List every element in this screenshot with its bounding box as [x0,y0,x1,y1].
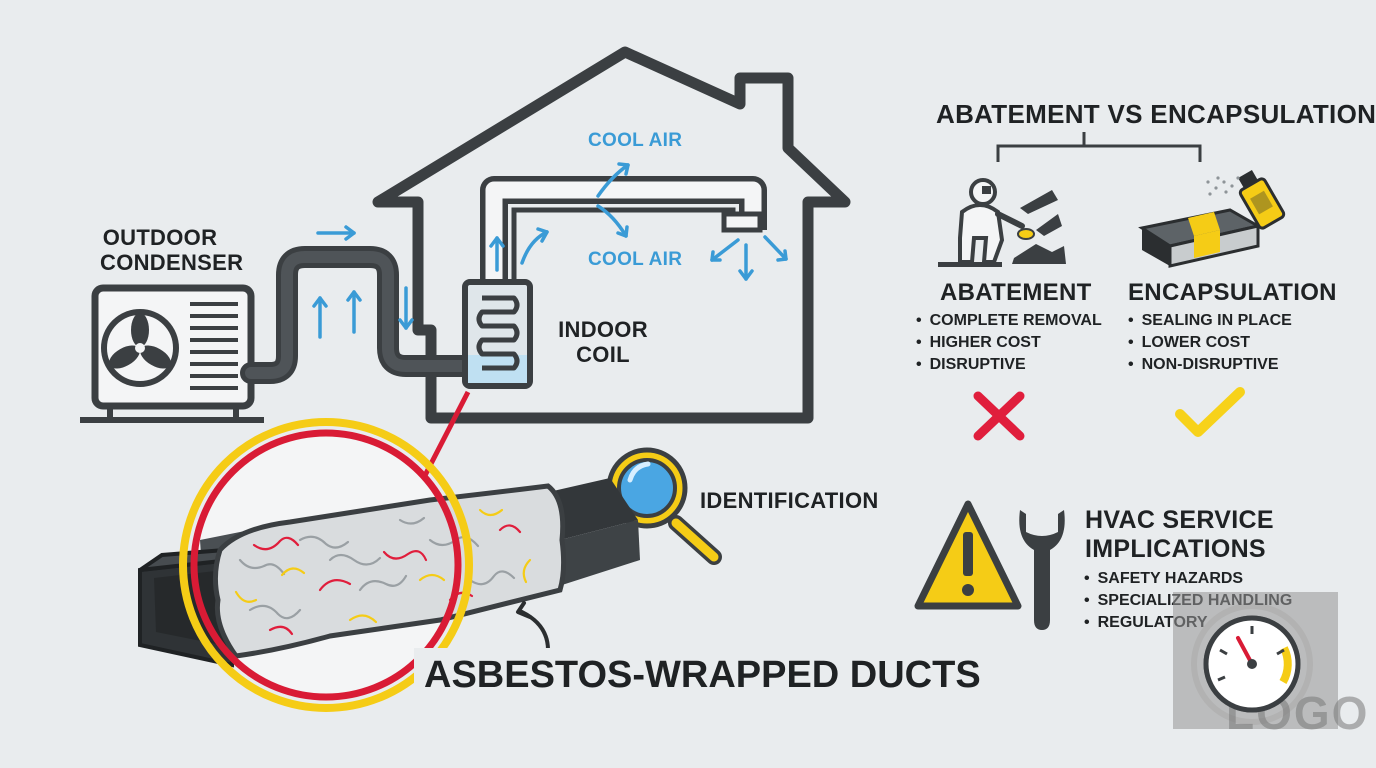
arrow-down-right-icon [763,235,788,262]
abatement-points: COMPLETE REMOVAL HIGHER COST DISRUPTIVE [916,310,1102,376]
house-outline [372,46,851,424]
cool-air-label-bottom: COOL AIR [588,249,683,270]
airflow-arrows [312,162,788,339]
list-item: SEALING IN PLACE [1128,310,1292,332]
list-item: LOWER COST [1128,332,1292,354]
pointer-arrow-icon [516,601,550,652]
detail-circle-ring-red [190,429,462,701]
asbestos-wrap [212,483,567,659]
list-item: HIGHER COST [916,332,1102,354]
arrow-curve-down-icon [596,204,629,238]
gauge-icon [1203,615,1301,713]
indoor-coil-unit [462,279,533,389]
identification-label: IDENTIFICATION [700,488,879,513]
indoor-coil-label: INDOOR COIL [558,317,648,368]
warning-icon [914,500,1022,610]
asbestos-ducts-label: ASBESTOS-WRAPPED DUCTS [414,648,991,704]
arrow-down-icon [738,243,754,281]
arrow-up-icon [489,236,505,272]
list-item: COMPLETE REMOVAL [916,310,1102,332]
x-icon [973,391,1025,441]
arrow-down-left-icon [710,238,740,262]
check-icon [1175,387,1245,437]
fan-icon [109,313,171,369]
arrow-up-icon [346,290,362,334]
wrench-icon [1019,510,1065,630]
list-item: DISRUPTIVE [916,354,1102,376]
arrow-right-icon [316,225,356,241]
cool-air-label-top: COOL AIR [588,130,683,151]
encapsulation-points: SEALING IN PLACE LOWER COST NON-DISRUPTI… [1128,310,1292,376]
abatement-heading: ABATEMENT [940,279,1092,306]
encapsulation-heading: ENCAPSULATION [1128,279,1337,306]
outdoor-condenser-label: OUTDOOR CONDENSER [100,225,244,276]
detail-circle-ring-yellow [179,418,473,712]
list-item: NON-DISRUPTIVE [1128,354,1292,376]
arrow-down-icon [398,286,414,330]
comparison-bracket [996,132,1202,162]
arrow-curve-up-icon [520,227,549,265]
arrow-up-icon [312,296,328,339]
spray-can-duct-icon [1138,170,1286,268]
arrow-curve-up-icon [596,162,630,198]
list-item: SAFETY HAZARDS [1084,568,1292,590]
hazmat-worker-icon [938,178,1066,267]
comparison-title: ABATEMENT VS ENCAPSULATION [936,99,1376,129]
hvac-service-title: HVAC SERVICE IMPLICATIONS [1085,506,1274,563]
outdoor-condenser-unit [80,284,264,423]
